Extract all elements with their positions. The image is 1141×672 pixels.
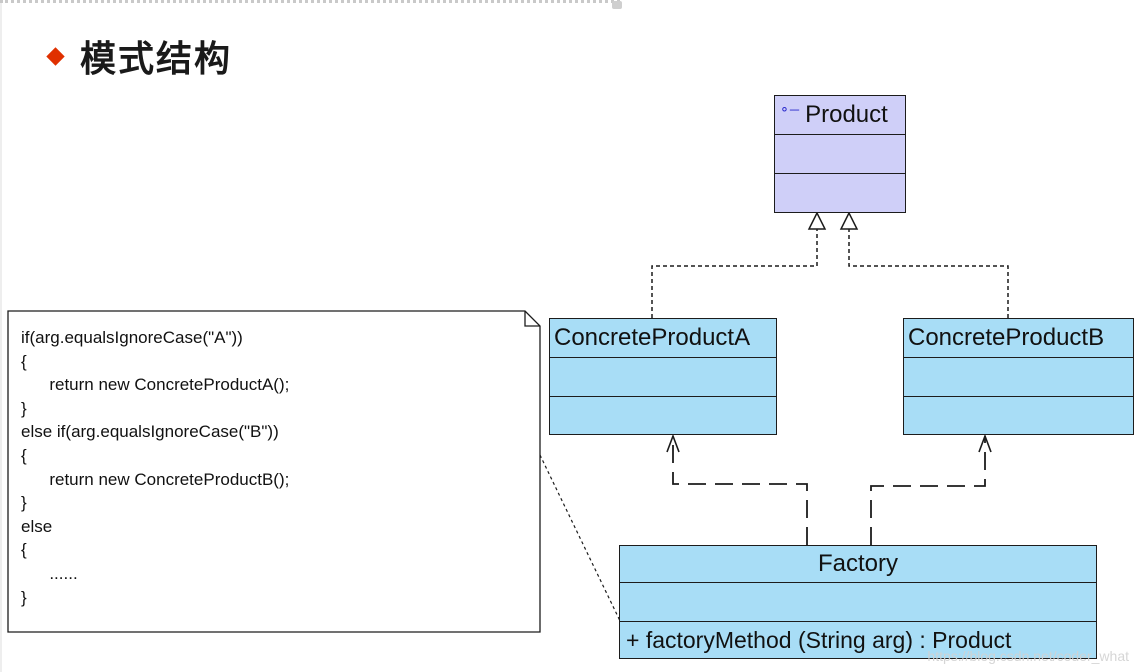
watermark: https://blog.csdn.net/coder_what [927, 648, 1129, 664]
note-anchor-line [539, 454, 623, 626]
slide-heading: 模式结构 [44, 32, 232, 80]
concrete-product-b-name: ConcreteProductB [908, 324, 1105, 351]
note-fold [524, 311, 540, 327]
realization-arrow-b [839, 211, 859, 230]
concrete-product-a-operations [550, 396, 776, 434]
concrete-product-a-class: ConcreteProductA [549, 318, 777, 435]
dependency-line-b [870, 436, 986, 545]
concrete-product-a-name: ConcreteProductA [554, 324, 751, 351]
concrete-product-b-class: ConcreteProductB [903, 318, 1134, 435]
factory-class-name: Factory [817, 550, 898, 577]
product-class-name: ⚬─ Product [775, 96, 905, 134]
factory-class: Factory + factoryMethod (String arg) : P… [619, 545, 1097, 659]
dependency-line-a [672, 436, 808, 545]
slide-top-rule-end [612, 1, 622, 9]
interface-icon: ⚬─ [779, 102, 800, 117]
product-name-label: Product [805, 101, 888, 128]
factory-attributes [620, 582, 1096, 621]
realization-line-a [651, 229, 818, 318]
concrete-product-a-attributes [550, 357, 776, 396]
slide-left-rule [0, 0, 2, 672]
factory-method-operation: + factoryMethod (String arg) : Product [620, 621, 1096, 658]
heading-title: 模式结构 [80, 39, 233, 80]
product-attributes-compartment [775, 134, 905, 173]
slide-top-dotted-rule [0, 0, 622, 9]
product-operations-compartment [775, 173, 905, 212]
dependency-arrow-a [666, 433, 680, 453]
realization-arrow-a [807, 211, 827, 230]
concrete-product-b-operations [904, 396, 1133, 434]
dependency-arrow-b [978, 433, 992, 453]
realization-line-b [848, 229, 1009, 318]
note-code-text: if(arg.equalsIgnoreCase("A")) { return n… [21, 328, 290, 607]
note-shape [7, 310, 541, 633]
concrete-product-b-attributes [904, 357, 1133, 396]
product-class: ⚬─ Product [774, 95, 906, 213]
